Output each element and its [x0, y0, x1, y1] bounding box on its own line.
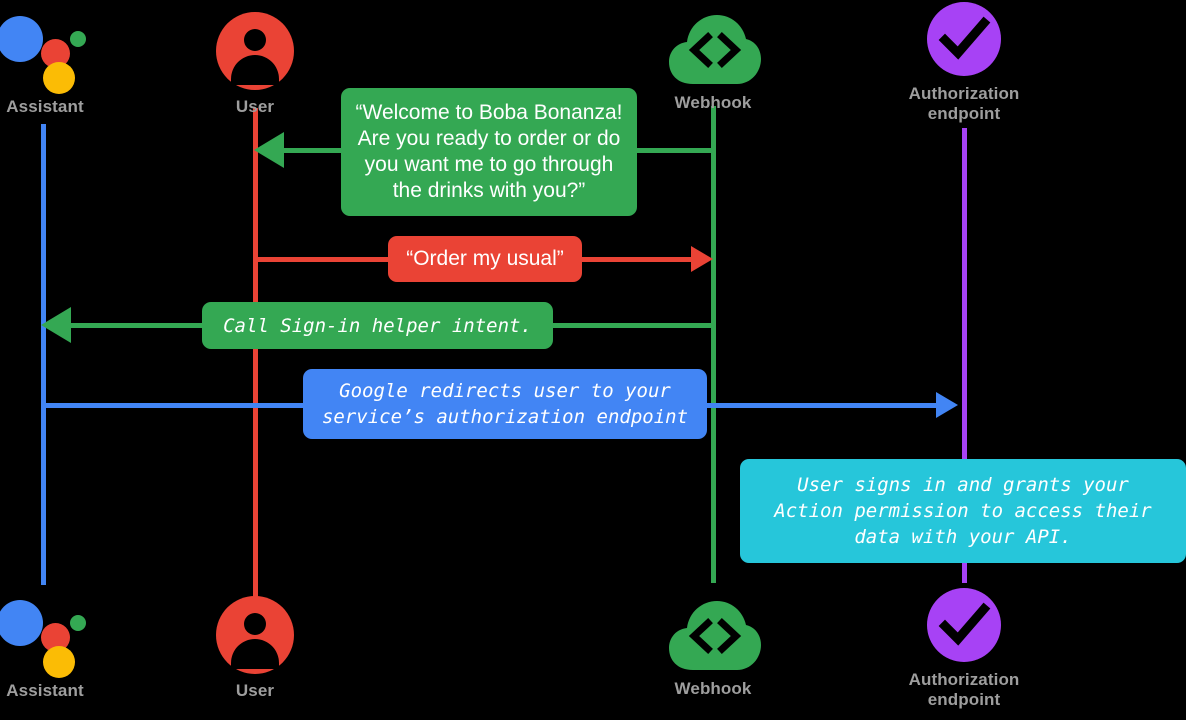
lifeline-webhook	[711, 106, 716, 583]
actor-user-top: User	[165, 8, 345, 117]
message-bubble-user-signs-in: User signs in and grants your Action per…	[740, 459, 1186, 563]
actor-label-user-top: User	[235, 97, 275, 116]
user-avatar-head	[244, 29, 266, 51]
actor-authorization-endpoint-bottom: Authorization endpoint	[874, 586, 1054, 710]
arrow-head-google-redirect	[936, 392, 958, 418]
actor-label-assistant-bottom: Assistant	[6, 681, 84, 700]
actor-assistant-bottom: Assistant	[0, 592, 135, 701]
assistant-green-dot-icon	[70, 31, 86, 47]
checkmark-icon	[938, 602, 991, 646]
assistant-green-dot-icon	[70, 615, 86, 631]
actor-label-assistant-top: Assistant	[6, 97, 84, 116]
actor-webhook-bottom: Webhook	[623, 592, 803, 699]
user-avatar-icon	[205, 592, 305, 677]
message-bubble-order-my-usual: “Order my usual”	[388, 236, 582, 282]
arrow-head-signin-helper	[41, 307, 71, 343]
actor-assistant-top: Assistant	[0, 8, 135, 117]
actor-webhook-top: Webhook	[623, 6, 803, 113]
assistant-blue-dot-icon	[0, 600, 43, 646]
assistant-blue-dot-icon	[0, 16, 43, 62]
lifeline-user	[253, 108, 258, 600]
assistant-yellow-dot-icon	[43, 62, 75, 94]
lifeline-authorization-endpoint	[962, 128, 967, 583]
cloud-code-icon	[663, 6, 763, 91]
actor-label-authorization-endpoint-bottom: Authorization endpoint	[908, 670, 1020, 709]
purple-check-circle-icon	[914, 0, 1014, 80]
actor-label-webhook-bottom: Webhook	[674, 679, 752, 698]
cloud-code-icon-svg	[669, 15, 761, 84]
actor-authorization-endpoint-top: Authorization endpoint	[874, 0, 1054, 124]
google-assistant-logo-icon	[0, 8, 95, 94]
cloud-code-icon	[663, 592, 763, 677]
message-bubble-google-redirect: Google redirects user to your service’s …	[303, 369, 707, 439]
purple-check-circle-icon	[914, 586, 1014, 666]
cloud-code-icon-svg	[669, 601, 761, 670]
actor-label-user-bottom: User	[235, 681, 275, 700]
auth-circle-shape	[927, 588, 1001, 662]
lifeline-assistant	[41, 124, 46, 585]
user-avatar-icon	[205, 8, 305, 93]
actor-label-webhook-top: Webhook	[674, 93, 752, 112]
message-bubble-welcome: “Welcome to Boba Bonanza! Are you ready …	[341, 88, 637, 216]
actor-label-authorization-endpoint-top: Authorization endpoint	[908, 84, 1020, 123]
arrow-head-order-my-usual	[691, 246, 713, 272]
actor-user-bottom: User	[165, 592, 345, 701]
arrow-head-welcome	[254, 132, 284, 168]
auth-circle-shape	[927, 2, 1001, 76]
user-avatar-head	[244, 613, 266, 635]
google-assistant-logo-icon	[0, 592, 95, 678]
assistant-yellow-dot-icon	[43, 646, 75, 678]
checkmark-icon	[938, 16, 991, 60]
message-bubble-signin-helper: Call Sign-in helper intent.	[202, 302, 553, 349]
